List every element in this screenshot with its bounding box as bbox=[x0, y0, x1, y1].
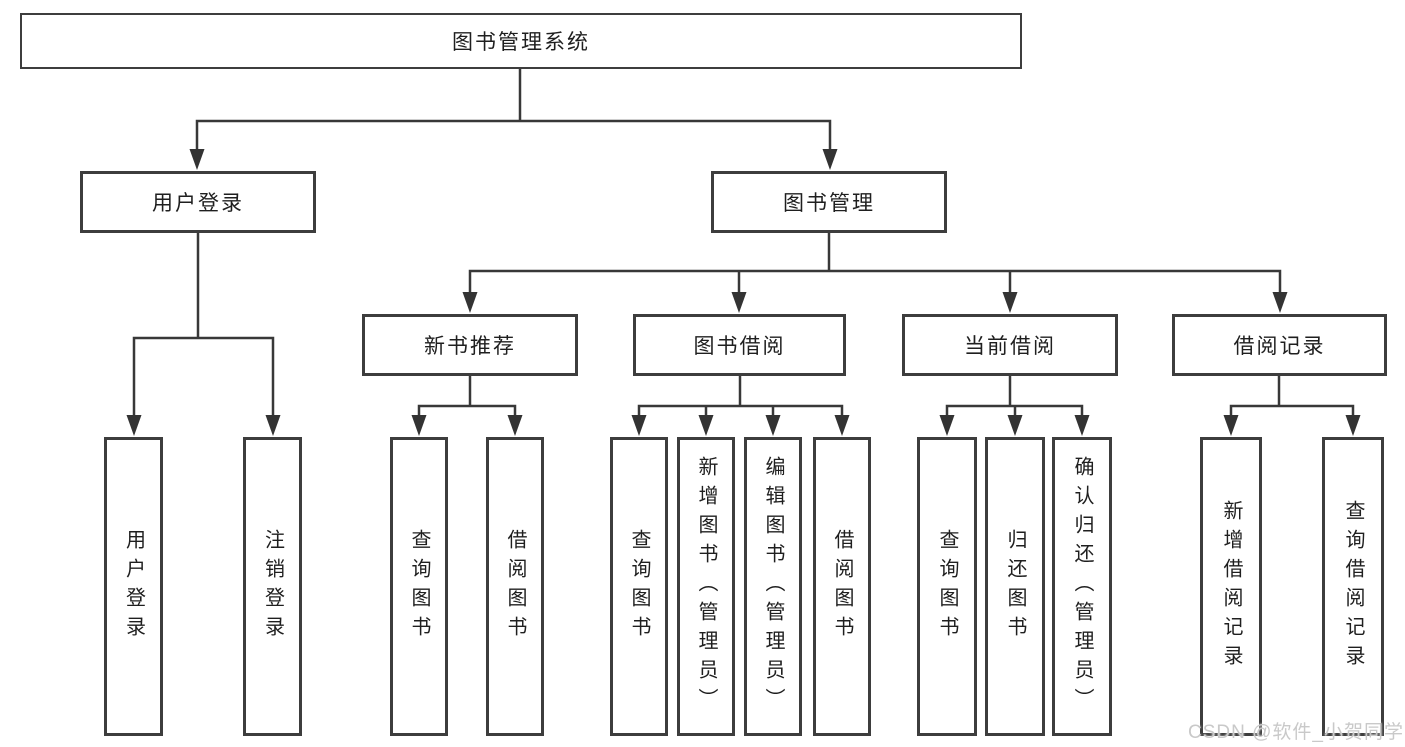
node-root: 图书管理系统 bbox=[20, 13, 1022, 69]
node-book-management-label: 图书管理 bbox=[783, 192, 875, 215]
leaf-edit-books-admin-label: 编辑图书（管理员） bbox=[762, 456, 784, 717]
leaf-borrow-books-borrowing-label: 借阅图书 bbox=[831, 528, 853, 645]
leaf-confirm-return-admin: 确认归还（管理员） bbox=[1052, 437, 1112, 736]
leaf-edit-books-admin: 编辑图书（管理员） bbox=[744, 437, 802, 736]
node-current-borrowing-label: 当前借阅 bbox=[964, 335, 1056, 358]
leaf-query-books-borrowing: 查询图书 bbox=[610, 437, 668, 736]
leaf-return-books-label: 归还图书 bbox=[1004, 528, 1026, 645]
csdn-watermark: CSDN @软件_小贺同学 bbox=[1188, 722, 1404, 743]
node-new-book-recommend-label: 新书推荐 bbox=[424, 335, 516, 358]
leaf-borrow-books-borrowing: 借阅图书 bbox=[813, 437, 871, 736]
leaf-borrow-books-recommend-label: 借阅图书 bbox=[504, 528, 526, 645]
node-book-management: 图书管理 bbox=[711, 171, 947, 233]
node-borrowing-records-label: 借阅记录 bbox=[1233, 335, 1326, 358]
leaf-borrow-books-recommend: 借阅图书 bbox=[486, 437, 544, 736]
leaf-user-login: 用户登录 bbox=[104, 437, 163, 736]
node-book-borrowing: 图书借阅 bbox=[633, 314, 846, 376]
leaf-logout: 注销登录 bbox=[243, 437, 302, 736]
leaf-query-books-current-label: 查询图书 bbox=[936, 528, 958, 645]
node-borrowing-records: 借阅记录 bbox=[1172, 314, 1387, 376]
leaf-query-books-recommend: 查询图书 bbox=[390, 437, 448, 736]
node-new-book-recommend: 新书推荐 bbox=[362, 314, 578, 376]
node-root-label: 图书管理系统 bbox=[452, 31, 590, 54]
node-current-borrowing: 当前借阅 bbox=[902, 314, 1118, 376]
leaf-add-books-admin-label: 新增图书（管理员） bbox=[695, 456, 717, 717]
leaf-add-borrow-record-label: 新增借阅记录 bbox=[1220, 499, 1242, 674]
leaf-add-books-admin: 新增图书（管理员） bbox=[677, 437, 735, 736]
node-user-login-label: 用户登录 bbox=[152, 192, 244, 215]
leaf-query-books-current: 查询图书 bbox=[917, 437, 977, 736]
leaf-user-login-label: 用户登录 bbox=[122, 528, 145, 645]
leaf-query-books-recommend-label: 查询图书 bbox=[408, 528, 430, 645]
leaf-add-borrow-record: 新增借阅记录 bbox=[1200, 437, 1262, 736]
leaf-return-books: 归还图书 bbox=[985, 437, 1045, 736]
leaf-query-borrow-record-label: 查询借阅记录 bbox=[1342, 499, 1364, 674]
leaf-query-books-borrowing-label: 查询图书 bbox=[628, 528, 650, 645]
node-user-login: 用户登录 bbox=[80, 171, 316, 233]
leaf-query-borrow-record: 查询借阅记录 bbox=[1322, 437, 1384, 736]
leaf-confirm-return-admin-label: 确认归还（管理员） bbox=[1071, 456, 1093, 717]
node-book-borrowing-label: 图书借阅 bbox=[693, 335, 786, 358]
leaf-logout-label: 注销登录 bbox=[261, 528, 284, 645]
